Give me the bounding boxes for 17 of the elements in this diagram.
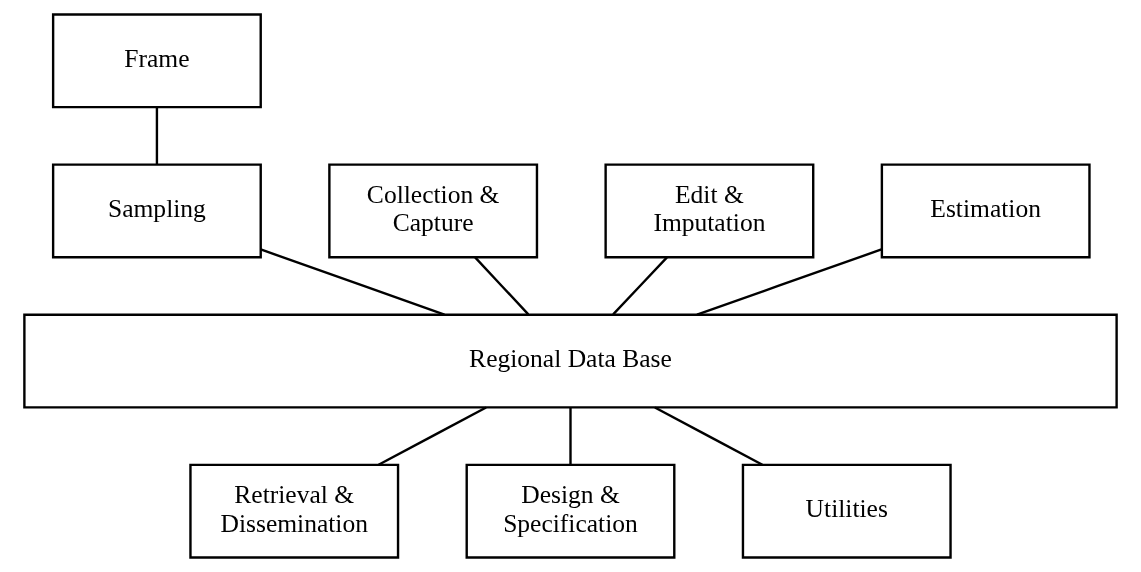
node-box: Sampling (51, 163, 262, 259)
node-box: Utilities (741, 463, 952, 559)
node-box: Retrieval & Dissemination (189, 463, 400, 559)
connector (569, 407, 572, 465)
connector (155, 107, 159, 165)
node-box: Collection & Capture (328, 163, 539, 259)
node-box: Edit & Imputation (604, 163, 815, 259)
connector (612, 256, 668, 316)
connector (696, 248, 882, 316)
node-box: Regional Data Base (23, 313, 1118, 409)
connector (260, 248, 445, 316)
connector (474, 256, 530, 316)
node-box: Estimation (880, 163, 1091, 259)
node-box: Design & Specification (465, 463, 676, 559)
connector (378, 406, 487, 466)
node-box: Frame (51, 13, 262, 109)
connector (654, 406, 763, 466)
